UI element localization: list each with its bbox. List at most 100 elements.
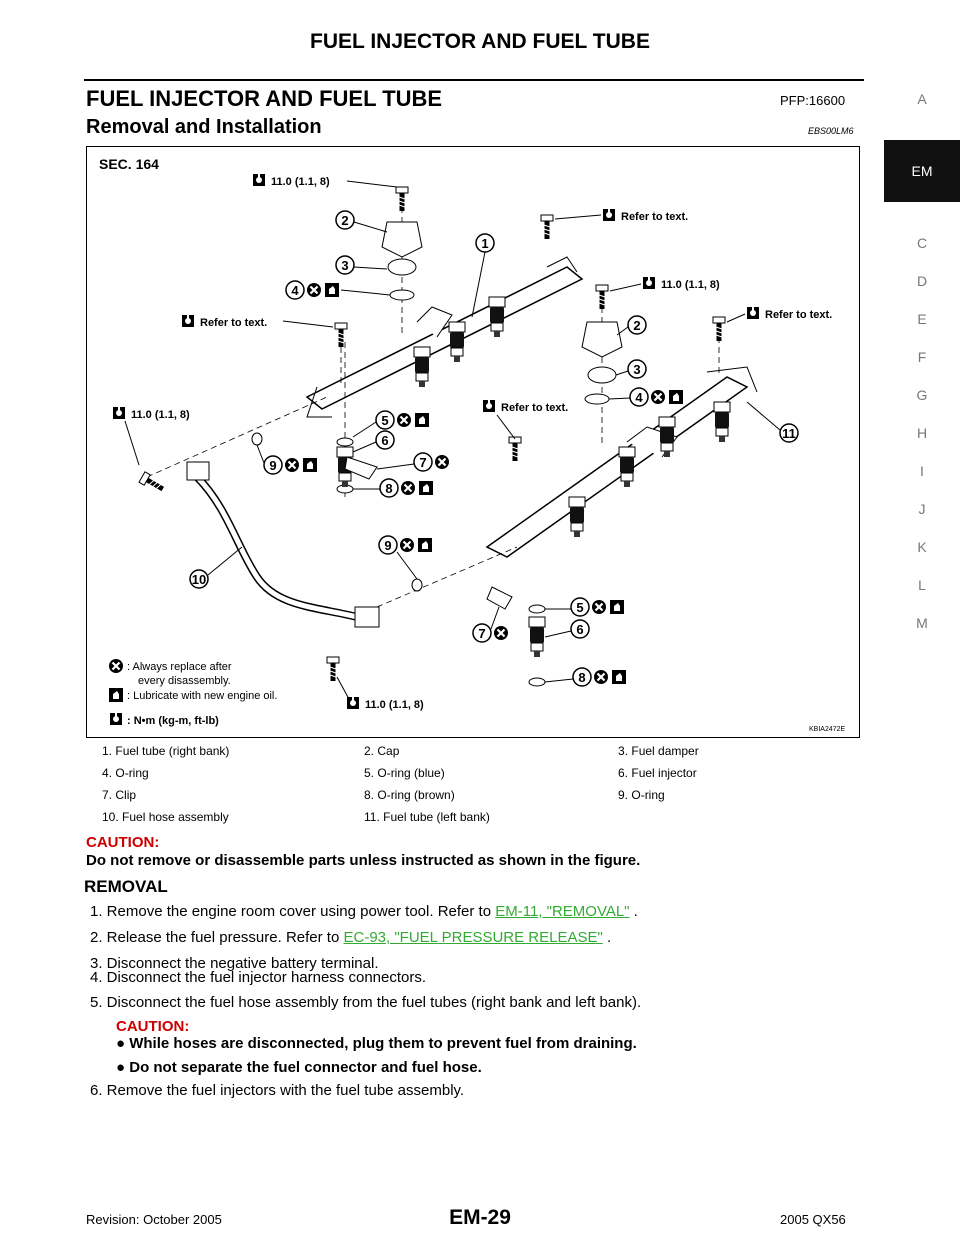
- tab-g[interactable]: G: [916, 387, 928, 403]
- removal-bullet-2: ● Do not separate the fuel connector and…: [116, 1059, 482, 1076]
- callout-11: 11: [746, 401, 799, 443]
- svg-text:11: 11: [782, 426, 796, 441]
- callout-9a: 9: [256, 444, 317, 475]
- removal-step-4: 4. Disconnect the fuel injector harness …: [90, 969, 427, 986]
- legend-row: 10. Fuel hose assembly 11. Fuel tube (le…: [96, 806, 796, 828]
- torque-label-top: 11.0 (1.1, 8): [253, 174, 398, 188]
- page-header-title: FUEL INJECTOR AND FUEL TUBE: [310, 30, 650, 53]
- legend-row: 1. Fuel tube (right bank) 2. Cap 3. Fuel…: [96, 740, 796, 762]
- legend-cell: [612, 806, 796, 828]
- tab-m[interactable]: M: [916, 615, 928, 631]
- fuel-injectors: [336, 296, 731, 658]
- caution-text: Do not remove or disassemble parts unles…: [86, 852, 641, 869]
- exploded-diagram: SEC. 164: [86, 146, 860, 738]
- refer-label-middle: Refer to text.: [483, 400, 568, 440]
- removal-bullet-1: ● While hoses are disconnected, plug the…: [116, 1035, 637, 1052]
- legend-cell: 7. Clip: [102, 788, 137, 802]
- svg-text:8: 8: [578, 670, 585, 685]
- tab-d[interactable]: D: [916, 273, 928, 289]
- footer-page-number: EM-29: [449, 1206, 511, 1229]
- removal-caution-label: CAUTION:: [116, 1018, 190, 1035]
- legend-cell: 9. O-ring: [618, 788, 665, 802]
- tab-f[interactable]: F: [917, 349, 927, 365]
- svg-text:4: 4: [291, 283, 299, 298]
- legend-cell: 1. Fuel tube (right bank): [102, 744, 230, 758]
- link-em-11-removal[interactable]: EM-11, "REMOVAL": [495, 903, 630, 920]
- svg-text:8: 8: [385, 481, 392, 496]
- svg-text:11.0 (1.1, 8): 11.0 (1.1, 8): [271, 176, 330, 188]
- svg-text:9: 9: [384, 538, 391, 553]
- callout-8b: 8: [544, 667, 626, 687]
- fuel-tube-right-bank: [305, 256, 584, 418]
- caution-label: CAUTION:: [86, 834, 160, 851]
- tab-a[interactable]: A: [917, 91, 927, 107]
- svg-text:4: 4: [635, 390, 643, 405]
- subsection-title: Removal and Installation: [86, 116, 322, 138]
- parts-legend: 1. Fuel tube (right bank) 2. Cap 3. Fuel…: [96, 740, 796, 828]
- tab-em[interactable]: EM: [884, 140, 960, 202]
- diagram-notes: : Always replace after every disassembly…: [107, 657, 277, 727]
- callout-1: 1: [471, 233, 495, 318]
- removal-step-1: 1. Remove the engine room cover using po…: [90, 903, 638, 920]
- svg-text:Refer to text.: Refer to text.: [501, 402, 568, 414]
- legend-cell: 6. Fuel injector: [618, 766, 697, 780]
- refer-label-top: Refer to text.: [554, 209, 688, 223]
- legend-cell: 3. Fuel damper: [618, 744, 699, 758]
- subsection-code: EBS00LM6: [808, 126, 854, 136]
- svg-text:1: 1: [481, 236, 488, 251]
- header-rule: [84, 79, 864, 81]
- legend-cell: 2. Cap: [364, 744, 400, 758]
- removal-step-2: 2. Release the fuel pressure. Refer to E…: [90, 929, 612, 946]
- caps-dampers: [251, 221, 623, 687]
- svg-text:6: 6: [381, 433, 388, 448]
- svg-text:every disassembly.: every disassembly.: [138, 675, 231, 687]
- legend-cell: 5. O-ring (blue): [364, 766, 445, 780]
- tab-l[interactable]: L: [918, 577, 926, 593]
- svg-text:9: 9: [269, 458, 276, 473]
- callout-6b: 6: [544, 619, 590, 639]
- removal-step-6: 6. Remove the fuel injectors with the fu…: [90, 1082, 465, 1099]
- section-tabs: A EM C D E F G H I J K L M: [884, 80, 960, 642]
- removal-step-3: 3. Disconnect the negative battery termi…: [90, 955, 379, 972]
- svg-text:: N•m (kg-m, ft-lb): : N•m (kg-m, ft-lb): [127, 715, 219, 727]
- callout-2a: 2: [335, 210, 388, 233]
- callout-7a: 7: [376, 452, 451, 472]
- tab-k[interactable]: K: [917, 539, 927, 555]
- step-2-text: 2. Release the fuel pressure. Refer to: [90, 929, 340, 946]
- callout-6a: 6: [352, 430, 395, 453]
- svg-text:Refer to text.: Refer to text.: [765, 309, 832, 321]
- svg-text:2: 2: [633, 318, 640, 333]
- tab-c[interactable]: C: [916, 235, 928, 251]
- callout-5b: 5: [545, 597, 624, 617]
- tab-i[interactable]: I: [920, 463, 924, 479]
- link-ec-93-fuel-pressure-release[interactable]: EC-93, "FUEL PRESSURE RELEASE": [343, 929, 603, 946]
- tab-e[interactable]: E: [917, 311, 927, 327]
- callout-9b: 9: [378, 535, 432, 580]
- refer-label-right: Refer to text.: [726, 307, 832, 323]
- svg-text:11.0 (1.1, 8): 11.0 (1.1, 8): [131, 409, 190, 421]
- fuel-hose-assembly: [186, 461, 380, 628]
- svg-text:6: 6: [576, 622, 583, 637]
- callout-10: 10: [189, 546, 243, 589]
- legend-cell: 11. Fuel tube (left bank): [364, 810, 490, 824]
- callout-7b: 7: [472, 606, 510, 643]
- pfp-code: PFP:16600: [780, 93, 846, 108]
- removal-heading: REMOVAL: [84, 877, 168, 896]
- clips: [344, 456, 513, 610]
- svg-text:11.0 (1.1, 8): 11.0 (1.1, 8): [365, 699, 424, 711]
- tab-j[interactable]: J: [918, 501, 926, 517]
- legend-row: 4. O-ring 5. O-ring (blue) 6. Fuel injec…: [96, 762, 796, 784]
- torque-label-right: 11.0 (1.1, 8): [609, 277, 720, 292]
- section-title: FUEL INJECTOR AND FUEL TUBE: [86, 86, 443, 111]
- tab-h[interactable]: H: [916, 425, 928, 441]
- svg-text:5: 5: [576, 600, 583, 615]
- callout-2b: 2: [616, 315, 647, 336]
- diagram-svg: SEC. 164: [99, 156, 846, 733]
- bullet-icon: ●: [116, 1059, 126, 1076]
- svg-text:: Lubricate with new engine oi: : Lubricate with new engine oil.: [127, 690, 277, 702]
- footer-revision: Revision: October 2005: [86, 1212, 222, 1227]
- torque-label-left: 11.0 (1.1, 8): [113, 407, 190, 466]
- callout-5a: 5: [352, 410, 429, 438]
- legend-cell: 10. Fuel hose assembly: [102, 810, 229, 824]
- legend-cell: 8. O-ring (brown): [364, 788, 455, 802]
